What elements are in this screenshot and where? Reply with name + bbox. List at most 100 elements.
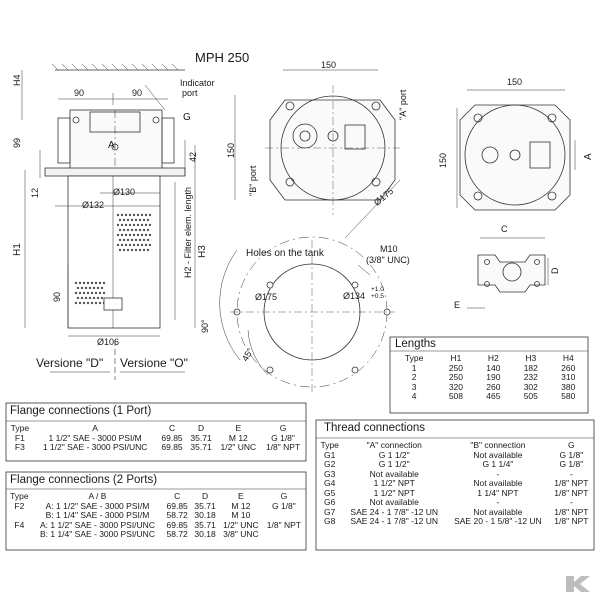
table-cell: Not available bbox=[369, 497, 419, 507]
table-cell: G4 bbox=[324, 478, 336, 488]
table-cell: 1/8" NPT bbox=[266, 519, 301, 530]
table-cell: B: 1 1/4" SAE - 3000 PSI/M bbox=[45, 510, 150, 520]
table-cell: 1 1/4" NPT bbox=[477, 487, 519, 498]
table-cell: 260 bbox=[561, 362, 576, 373]
table-cell: B: 1 1/4" SAE - 3000 PSI/UNC bbox=[39, 529, 155, 539]
table-cell: G7 bbox=[324, 506, 336, 517]
table-cell: A: 1 1/2" SAE - 3000 PSI/UNC bbox=[39, 519, 155, 530]
flange1-header-type: Type bbox=[10, 423, 30, 433]
table-cell: M 12 bbox=[228, 432, 248, 443]
table-cell: F1 bbox=[14, 432, 25, 443]
top-a-port: "A" port bbox=[398, 89, 408, 120]
table-cell: 58.72 bbox=[166, 529, 188, 539]
dim-h2-filter: H2 - Filter elem. length bbox=[183, 186, 193, 278]
table-cell: 1/8" NPT bbox=[554, 516, 589, 526]
right-dim-150h: 150 bbox=[438, 152, 448, 168]
holes-title: Holes on the tank bbox=[246, 248, 324, 259]
table-cell: 2 bbox=[411, 372, 417, 382]
table-row: Type "A" connection "B" connection G bbox=[317, 440, 593, 451]
table-cell: 69.85 bbox=[161, 442, 183, 452]
table-cell: 69.85 bbox=[166, 500, 188, 511]
table-cell: 505 bbox=[523, 391, 538, 401]
flange2-header-d: D bbox=[201, 491, 209, 501]
dim-90-bottom: 90 bbox=[52, 291, 62, 302]
dim-12: 12 bbox=[30, 187, 40, 198]
dim-d130: Ø130 bbox=[113, 187, 136, 197]
lengths-title: Lengths bbox=[395, 338, 436, 350]
flange2-header-ab: A / B bbox=[88, 491, 107, 501]
brand-logo-icon bbox=[566, 576, 590, 592]
flange2-title: Flange connections (2 Ports) bbox=[10, 474, 158, 486]
table-cell: 310 bbox=[561, 372, 576, 382]
table-row: Type A C D E G bbox=[7, 423, 305, 434]
dim-d106: Ø106 bbox=[97, 337, 120, 347]
table-cell: G 1 1/2" bbox=[378, 449, 410, 460]
flange-dim-e: E bbox=[454, 300, 461, 310]
table-cell bbox=[7, 530, 32, 540]
table-cell bbox=[263, 530, 305, 540]
table-cell: 1 bbox=[411, 362, 417, 373]
dim-h3: H3 bbox=[197, 245, 208, 258]
holes-angle-90: 90° bbox=[200, 319, 210, 333]
right-label-a: A bbox=[583, 153, 594, 160]
table-cell: A: 1 1/2" SAE - 3000 PSI/M bbox=[45, 500, 150, 511]
label-indicator-port: port bbox=[182, 88, 198, 98]
table-cell: 30.18 bbox=[194, 510, 216, 520]
lengths-header-h4: H4 bbox=[562, 353, 574, 363]
thread-header-type: Type bbox=[320, 440, 339, 450]
table-cell: G 1/8" bbox=[271, 432, 295, 443]
holes-unc: (3/8" UNC) bbox=[366, 255, 410, 265]
table-cell: 1 1/2" SAE - 3000 PSI/UNC bbox=[42, 442, 148, 452]
table-cell: G 1/8" bbox=[559, 459, 584, 469]
table-cell: F3 bbox=[14, 442, 25, 452]
dim-42: 42 bbox=[188, 151, 198, 162]
table-cell: 1 1/2" SAE - 3000 PSI/M bbox=[48, 432, 142, 443]
table-cell: 69.85 bbox=[161, 432, 183, 443]
top-dim-150h: 150 bbox=[226, 142, 236, 158]
version-o-label: Versione "O" bbox=[120, 356, 188, 370]
flange2-header-g: G bbox=[280, 491, 288, 501]
dim-90-right: 90 bbox=[132, 88, 143, 98]
table-cell: 140 bbox=[486, 362, 501, 373]
label-g: G bbox=[183, 112, 191, 123]
table-cell: G 1 1/2" bbox=[378, 459, 410, 469]
flange2-header-c: C bbox=[174, 491, 181, 501]
top-b-port: "B" port bbox=[248, 165, 258, 196]
table-cell: Not available bbox=[473, 478, 523, 488]
table-cell: 232 bbox=[523, 372, 538, 382]
table-cell: - bbox=[496, 497, 500, 507]
table-cell: Not available bbox=[473, 449, 523, 460]
lengths-header-h1: H1 bbox=[450, 353, 462, 363]
table-cell: F2 bbox=[14, 500, 25, 511]
flange1-header-e: E bbox=[235, 423, 242, 433]
dim-h1: H1 bbox=[12, 243, 23, 256]
side-view bbox=[21, 63, 196, 380]
table-cell: M 12 bbox=[231, 500, 251, 511]
holes-tol-minus: +0.5 bbox=[371, 293, 384, 300]
table-cell: G6 bbox=[324, 497, 336, 507]
table-cell: 190 bbox=[486, 372, 501, 382]
table-cell: G 1/8" bbox=[559, 449, 584, 460]
flange1-header-c: C bbox=[168, 423, 176, 433]
flange-dim-c: C bbox=[501, 224, 508, 234]
table-cell: G 1 1/4" bbox=[482, 459, 514, 469]
table-cell: 1/8" NPT bbox=[554, 487, 589, 498]
dim-h4: H4 bbox=[12, 74, 22, 86]
